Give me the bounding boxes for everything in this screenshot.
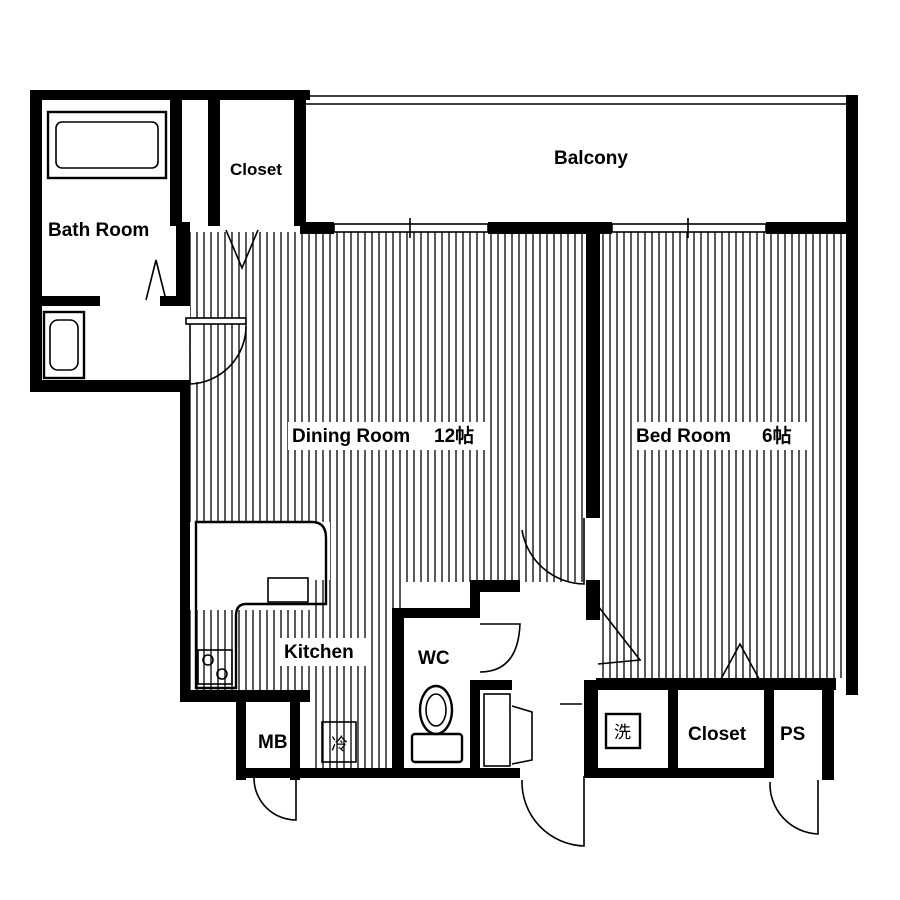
kitchen-label: Kitchen: [284, 642, 354, 663]
kitchen-label-bg: [280, 638, 366, 666]
washer-space: 洗: [604, 712, 642, 750]
closet-bottom-door: [715, 642, 765, 689]
refrigerator-space: 冷: [321, 721, 357, 763]
dining-room-label: Dining Room: [292, 426, 410, 447]
closet-top-door: [225, 229, 259, 271]
balcony-label-bg: [548, 142, 636, 170]
closet-top-label: Closet: [230, 160, 282, 179]
mb-door: [253, 777, 297, 821]
dining-label-bg: [288, 422, 488, 450]
walls: [30, 90, 858, 780]
ps-label: PS: [780, 724, 805, 745]
entrance-door: [521, 776, 585, 847]
washer-label: 洗: [614, 723, 631, 743]
bed-room-size: 6帖: [762, 424, 792, 447]
kitchen-counter: [194, 520, 328, 690]
refrigerator-label: 冷: [331, 735, 348, 755]
bed-room-floor: [602, 232, 846, 678]
bed-label-bg: [632, 422, 808, 450]
dining-room-floor: [190, 232, 586, 768]
wc-label: WC: [418, 648, 450, 669]
ps-door: [769, 780, 819, 835]
dining-room-size: 12帖: [434, 424, 474, 447]
washbasin-icon: [42, 310, 86, 380]
balcony-label: Balcony: [554, 148, 628, 169]
shoe-cabinet: [483, 693, 582, 767]
bath-door: [145, 259, 167, 301]
mb-label: MB: [258, 732, 288, 753]
closet-bottom-label: Closet: [688, 724, 747, 745]
balcony-outline: [306, 95, 852, 105]
wc-door: [479, 623, 521, 673]
bathtub-icon: [46, 110, 168, 180]
bedroom-door: [521, 518, 642, 665]
bed-room-label: Bed Room: [636, 426, 731, 447]
bath-swing-door: [185, 317, 247, 385]
toilet-icon: [410, 684, 464, 764]
balcony-windows: [333, 218, 767, 238]
bath-room-label: Bath Room: [48, 220, 149, 241]
